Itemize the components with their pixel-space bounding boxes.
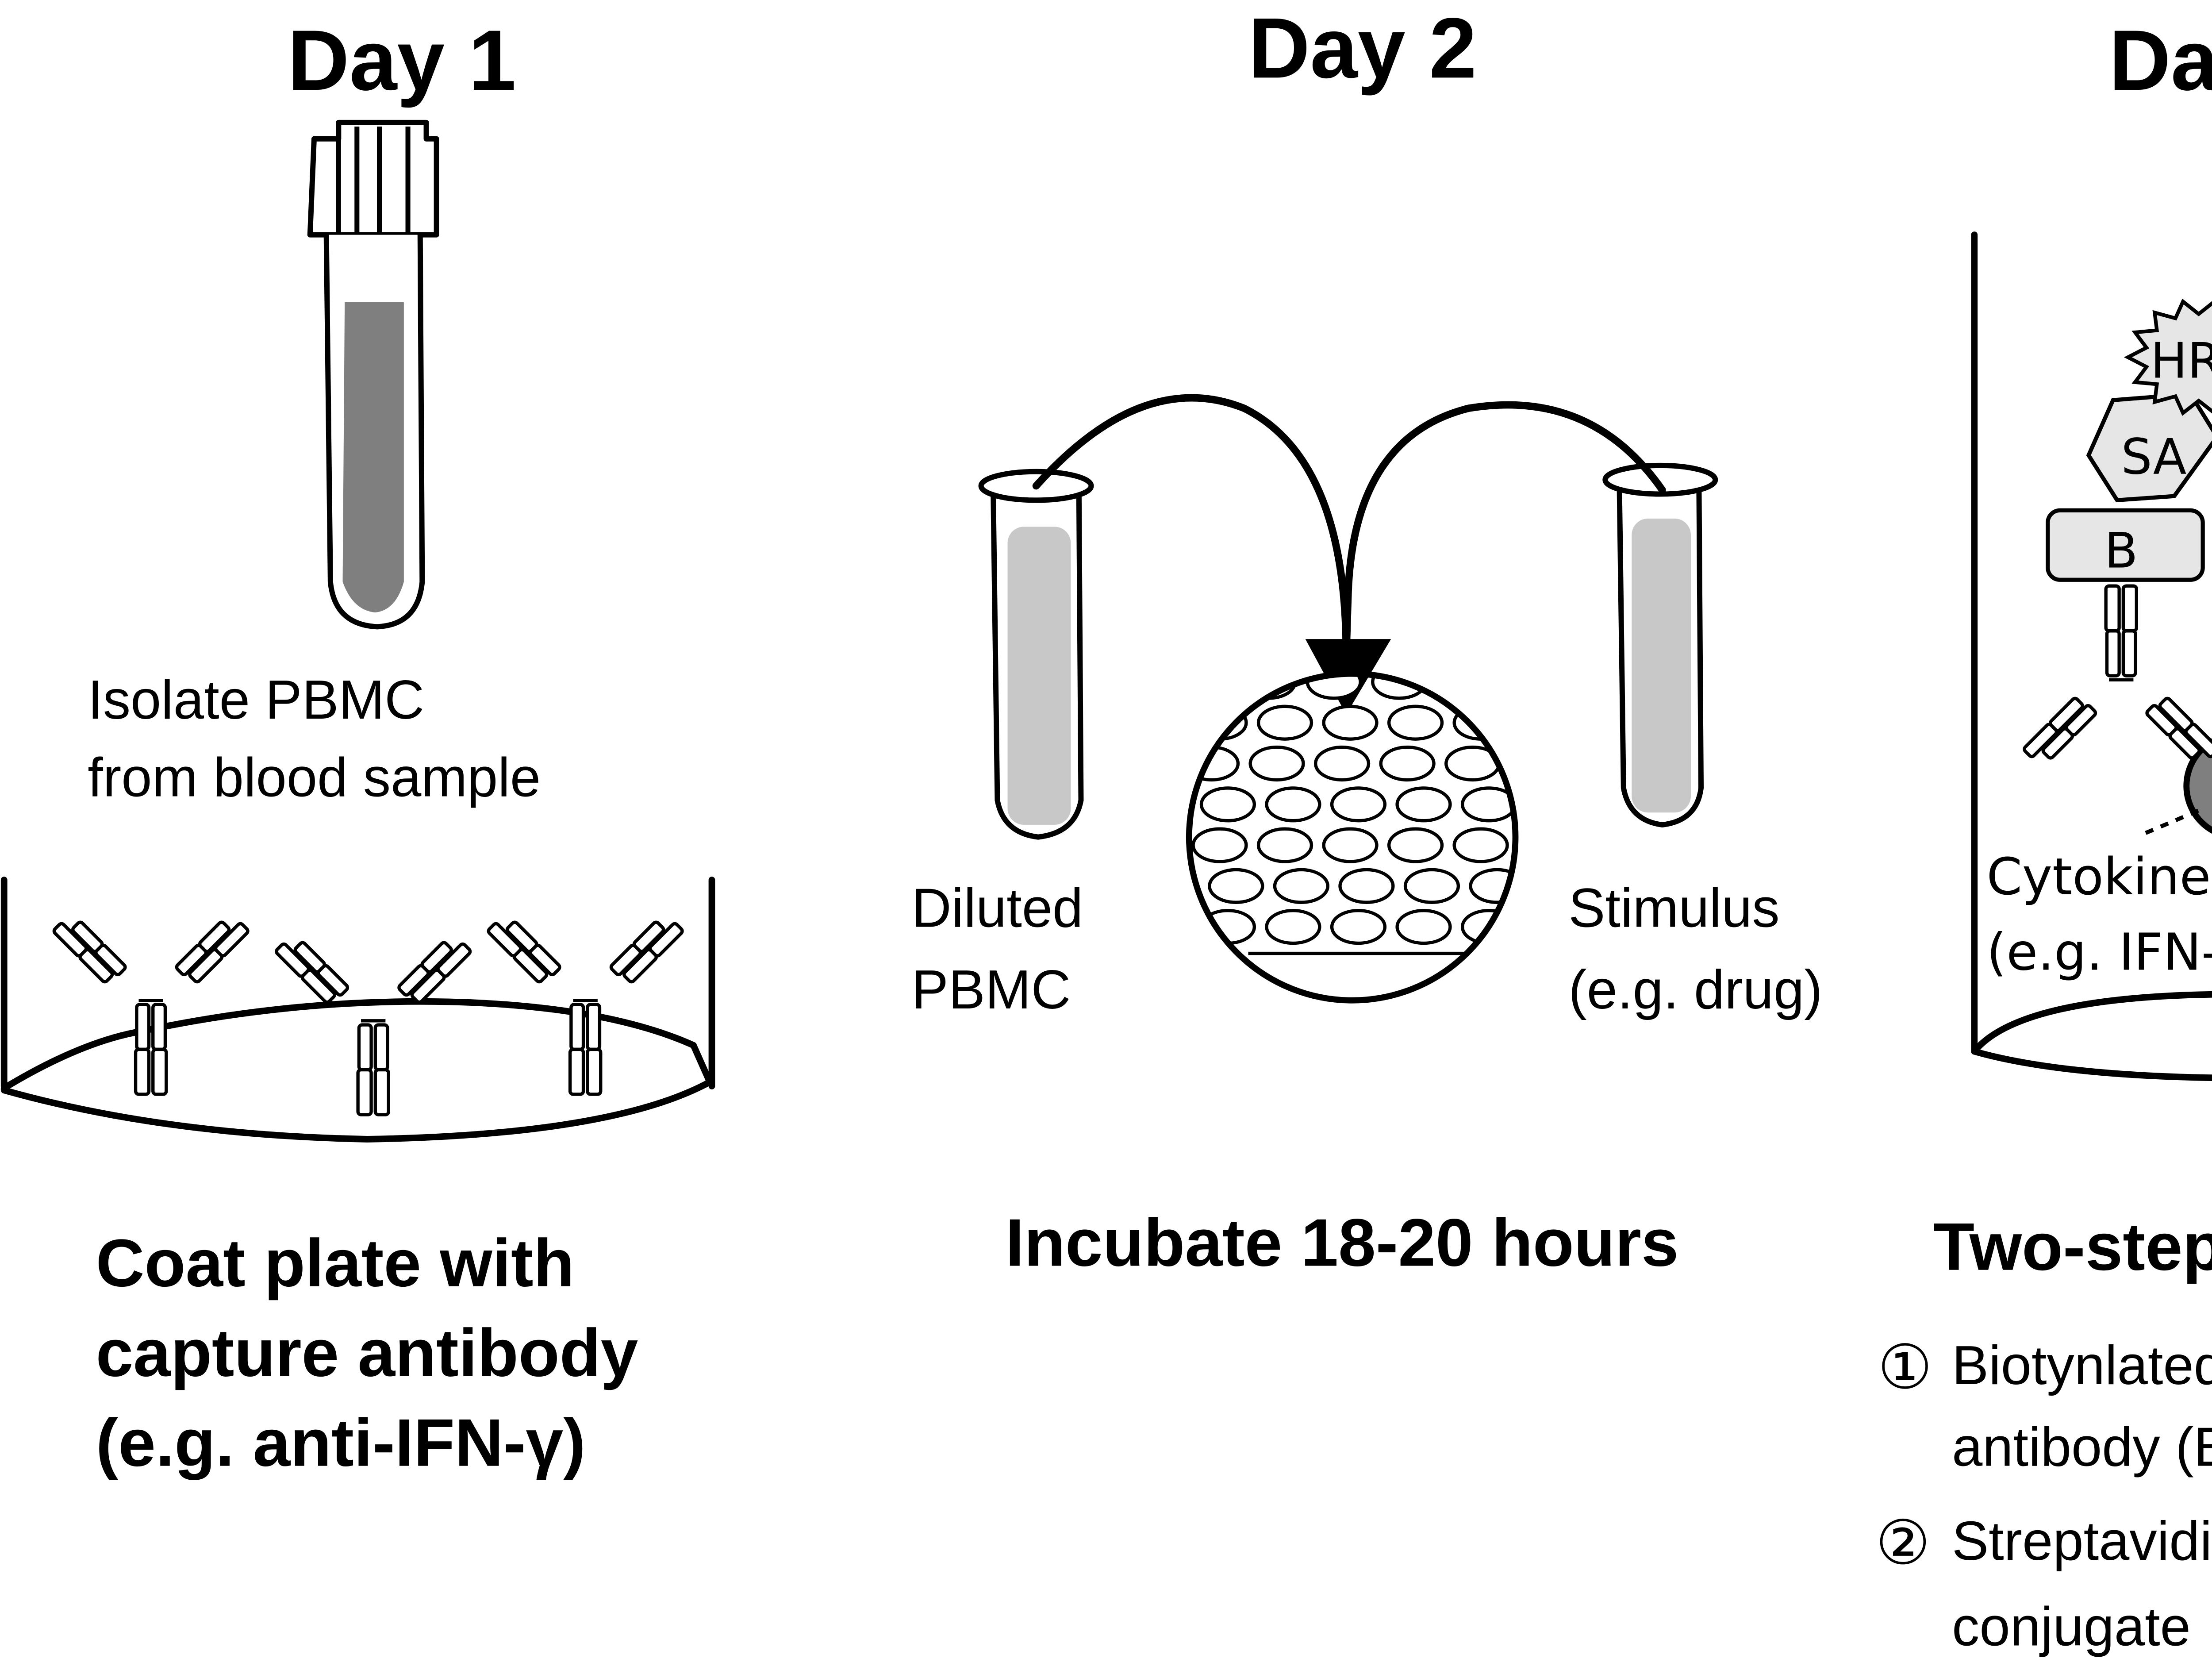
plate-well [1189,909,1191,945]
right-tube-label-line-2: (e.g. drug) [1568,959,1822,1020]
biotin-icon: B [2046,508,2205,582]
plate-well [1469,868,1516,904]
plate-well [1436,673,1493,700]
plate-well [1387,704,1444,741]
plate-well [1128,829,1181,862]
streptavidin-label: SA [2121,428,2187,485]
plate-well [1112,666,1165,698]
plate-well [1265,909,1321,945]
right-tube-label-line-1: Stimulus [1568,877,1779,939]
step-title: Day 2 [1248,0,1477,96]
plate-well [1395,909,1452,945]
test-tube-right-icon [1602,462,1718,827]
step-day-1: Day 1 Isolate PBMC from blood sample Coa… [0,13,715,1481]
plate-well [1520,706,1573,739]
plate-well [1199,786,1256,823]
plate-well [1189,673,1232,700]
test-tube-left-icon [978,469,1094,840]
plate-well [1330,909,1387,945]
left-tube-label-line-2: PBMC [912,959,1071,1020]
blood-fill [342,302,404,613]
detection-step-marker: ① [1878,1333,1932,1401]
biotin-label: B [2104,523,2138,580]
plate-well [1460,786,1516,823]
plate-well [1248,745,1305,782]
tube-label-line-1: Isolate PBMC [88,669,424,731]
hrp-label: HRP [2151,332,2212,389]
plate-well [1330,786,1387,823]
step-day-3: Day 3 B SA HRP [1875,13,2212,1658]
plate-well [1189,786,1191,823]
detection-step-line-2: conjugate [1952,1596,2191,1658]
detection-step-line-1: Biotynlated detection [1952,1335,2212,1396]
left-tube-label-line-1: Diluted [912,877,1083,939]
plate-well [1452,827,1509,863]
blood-tube-icon [307,119,439,630]
plate-well [1208,868,1264,904]
plate-well [1265,786,1321,823]
caption-line-1: Coat plate with [96,1226,575,1301]
cytokine-label-line-2: (e.g. IFN-γ) [1986,923,2212,982]
plate-well [1387,827,1444,863]
plate-well [1256,704,1313,741]
well-icon [1971,231,2212,1081]
plate-well [1338,868,1395,904]
plate-well [1520,829,1573,862]
tube-label-line-2: from blood sample [88,746,541,808]
cytokine-icon [2183,738,2212,834]
cytokine-label-line-1: Cytokine [1986,847,2211,907]
step-day-2: Day 2 Diluted PBMC Stimulus (e.g. drug) … [912,0,1823,1280]
streptavidin-icon: SA [2086,392,2212,503]
plate-well [1528,788,1581,821]
plate-well [1191,827,1248,863]
plate-well [1509,745,1516,782]
plate-well [1313,745,1371,782]
caption-line-1: Two-step detection [1933,1209,2212,1285]
plate-well [1120,747,1173,780]
step-title: Day 3 [2109,13,2212,108]
plate-well [1322,827,1379,863]
caption-line-1: Incubate 18-20 hours [1006,1205,1679,1280]
plate-well [1189,868,1199,904]
arrow-icon [1032,394,1666,715]
plate-well [1502,673,1516,700]
detection-step-1: ① Biotynlated detection antibody (B) [1878,1333,2212,1478]
plate-well [1273,868,1330,904]
caption-line-3: (e.g. anti-IFN-γ) [96,1405,586,1481]
hrp-icon: HRP [2124,298,2212,416]
detection-antibody-icon [2023,586,2212,768]
caption-line-2: capture antibody [96,1316,638,1391]
plate-well [1256,827,1313,863]
detection-step-marker: ② [1875,1509,1930,1577]
detection-step-line-2: antibody (B) [1952,1416,2212,1478]
step-title: Day 1 [288,13,516,108]
well-plate-icon [1112,666,1581,1004]
detection-step-line-1: Streptavidin (SA)-HRP [1952,1510,2212,1572]
capture-antibody-icon [53,912,683,1115]
detection-step-2: ② Streptavidin (SA)-HRP conjugate [1875,1509,2212,1658]
plate-well [1128,706,1181,739]
plate-well [1322,704,1379,741]
plate-well [1395,786,1452,823]
plate-well [1403,868,1460,904]
plate-well [1379,745,1436,782]
